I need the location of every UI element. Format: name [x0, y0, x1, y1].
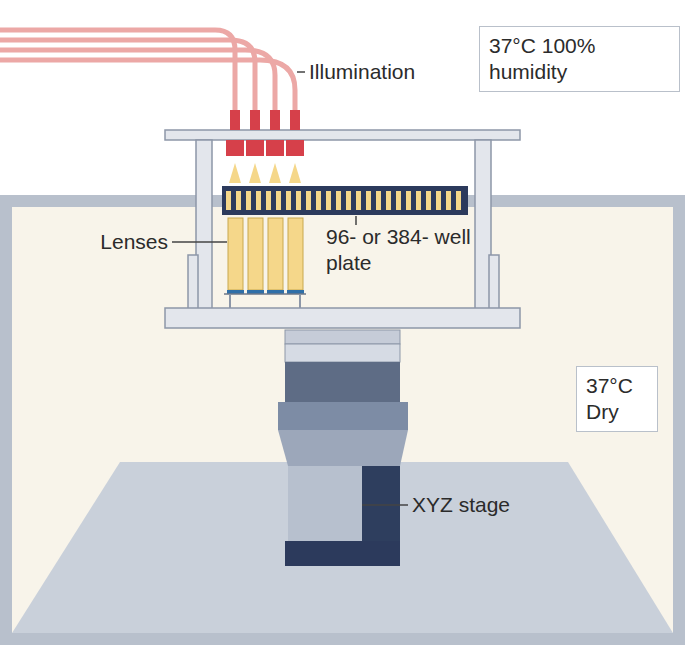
lenses: [228, 218, 303, 290]
bottom-plate: [165, 308, 520, 328]
well: [456, 191, 461, 210]
post-bracket: [188, 255, 198, 310]
well: [356, 191, 361, 210]
well: [396, 191, 401, 210]
incubator-wall: [0, 195, 685, 645]
well: [386, 191, 391, 210]
well: [346, 191, 351, 210]
well: [326, 191, 331, 210]
condition-text: 37°C 100% humidity: [489, 33, 670, 85]
well: [246, 191, 251, 210]
xyz-stage: [278, 330, 408, 566]
well: [256, 191, 261, 210]
well: [276, 191, 281, 210]
well: [226, 191, 231, 210]
well: [306, 191, 311, 210]
board-leg: [299, 294, 301, 308]
well: [446, 191, 451, 210]
well: [366, 191, 371, 210]
incubator-floor: [12, 462, 673, 633]
well: [406, 191, 411, 210]
wells: [226, 191, 461, 210]
condition-box: 37°C Dry: [576, 366, 658, 432]
well: [236, 191, 241, 210]
leader-lines: [172, 72, 408, 505]
part-label: Lenses: [100, 229, 168, 255]
condition-box: 37°C 100% humidity: [479, 26, 680, 92]
top-plate: [165, 130, 520, 140]
post-bracket: [489, 255, 499, 310]
part-label: 96- or 384- well plate: [326, 224, 476, 276]
well-plate: [222, 186, 468, 215]
board-leg: [229, 294, 231, 308]
sensor-board: [224, 293, 306, 295]
well: [296, 191, 301, 210]
well: [336, 191, 341, 210]
part-label: XYZ stage: [412, 492, 562, 518]
well: [436, 191, 441, 210]
well: [266, 191, 271, 210]
well: [416, 191, 421, 210]
incubator-interior: [12, 207, 673, 633]
well: [426, 191, 431, 210]
well: [316, 191, 321, 210]
well: [286, 191, 291, 210]
light-beams: [229, 163, 301, 183]
illumination-fibres: [0, 30, 295, 112]
led-connectors: [226, 110, 304, 156]
well: [376, 191, 381, 210]
condition-text: 37°C Dry: [586, 373, 648, 425]
part-label: Illumination: [309, 59, 479, 85]
